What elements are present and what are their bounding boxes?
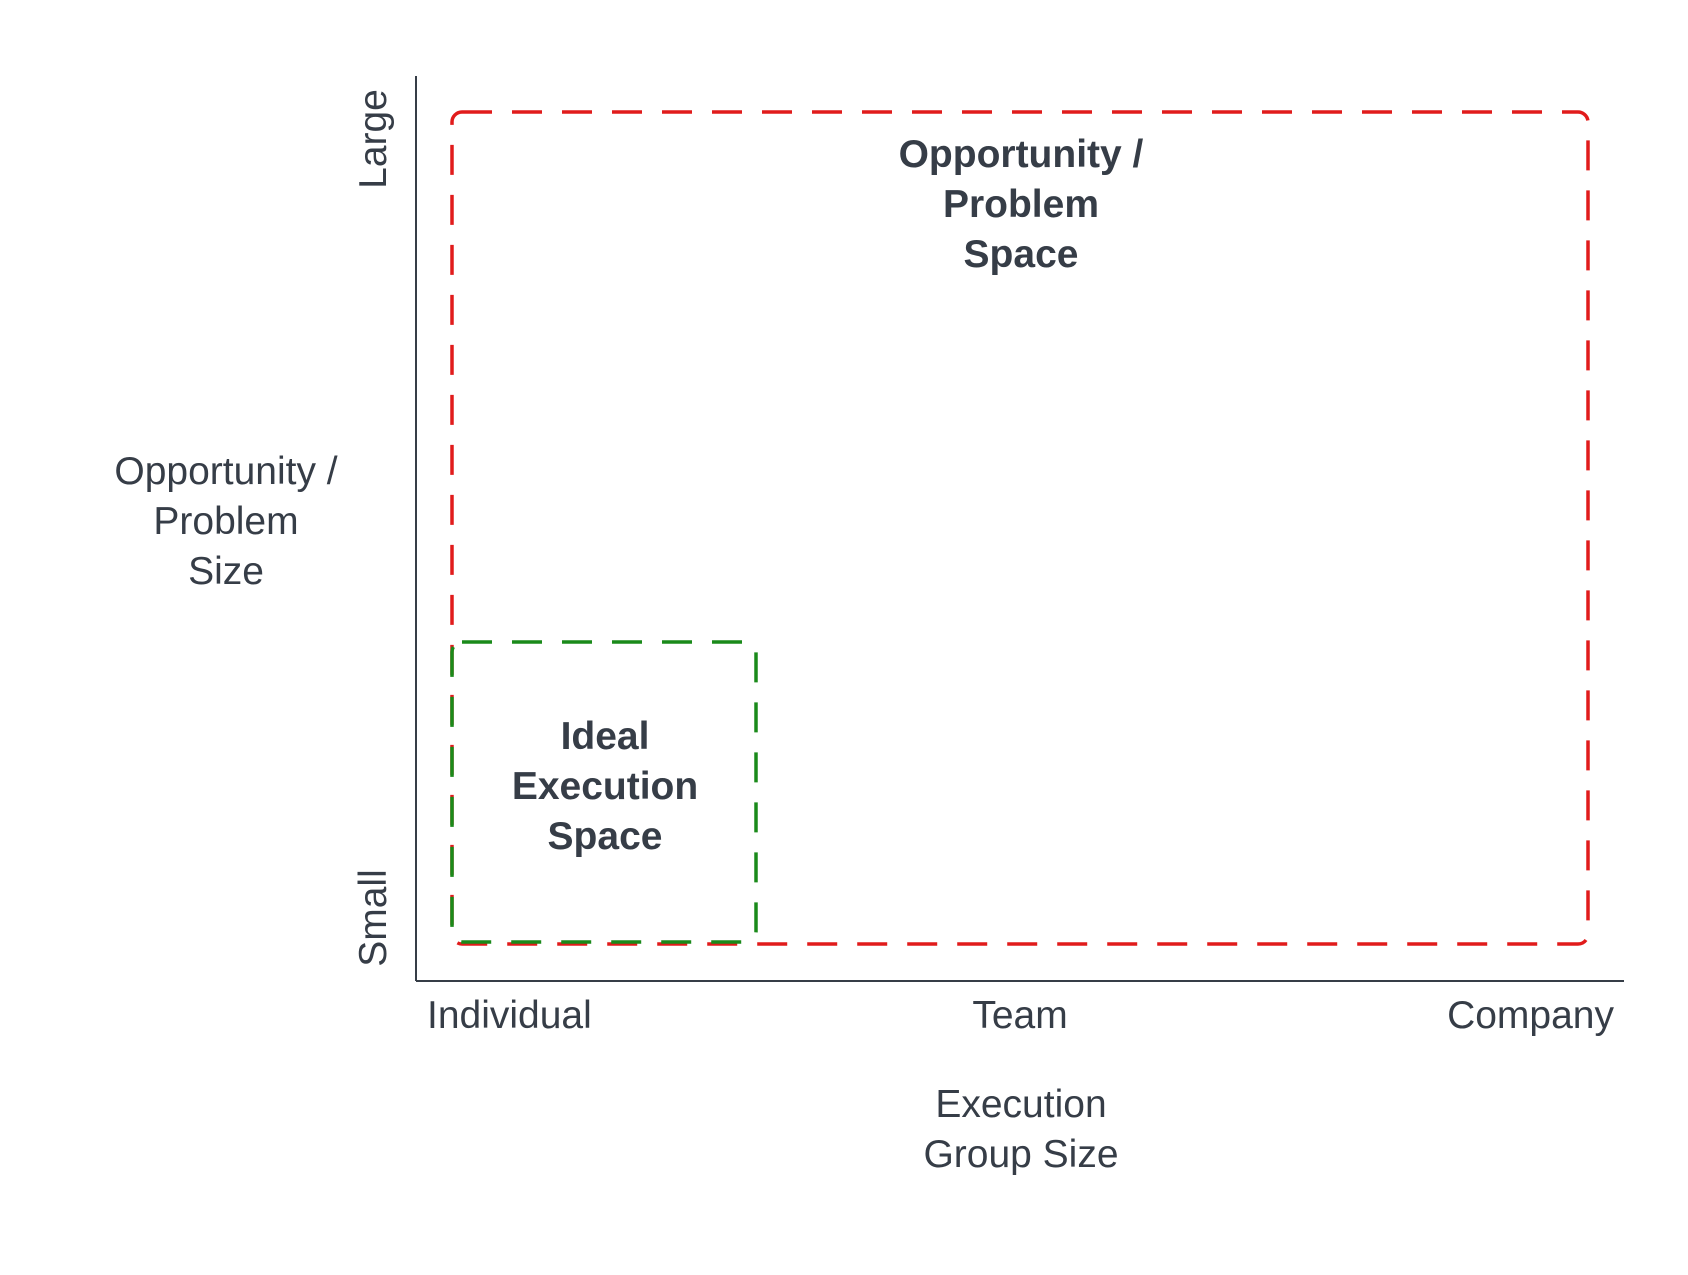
y-axis-title-line-1: Opportunity /: [114, 450, 337, 493]
x-axis-title-line-1: Execution: [935, 1083, 1106, 1126]
x-axis-tick-individual: Individual: [427, 994, 592, 1037]
opportunity-space-label-line-2: Problem: [943, 183, 1099, 226]
x-axis-title-line-2: Group Size: [923, 1133, 1118, 1176]
ideal-space-label-line-2: Execution: [512, 765, 698, 808]
ideal-space-label-line-1: Ideal: [561, 715, 650, 758]
y-axis-high-label: Large: [352, 89, 395, 189]
opportunity-space-label-line-3: Space: [964, 233, 1079, 276]
y-axis-title-line-2: Problem: [153, 500, 298, 543]
ideal-space-label-line-3: Space: [548, 815, 663, 858]
opportunity-space-region: [450, 110, 1590, 946]
x-axis-tick-team: Team: [972, 994, 1067, 1037]
y-axis-title-line-3: Size: [188, 550, 264, 593]
opportunity-space-label-line-1: Opportunity /: [899, 133, 1144, 176]
y-axis-low-label: Small: [352, 869, 395, 967]
x-axis-tick-company: Company: [1447, 994, 1614, 1037]
